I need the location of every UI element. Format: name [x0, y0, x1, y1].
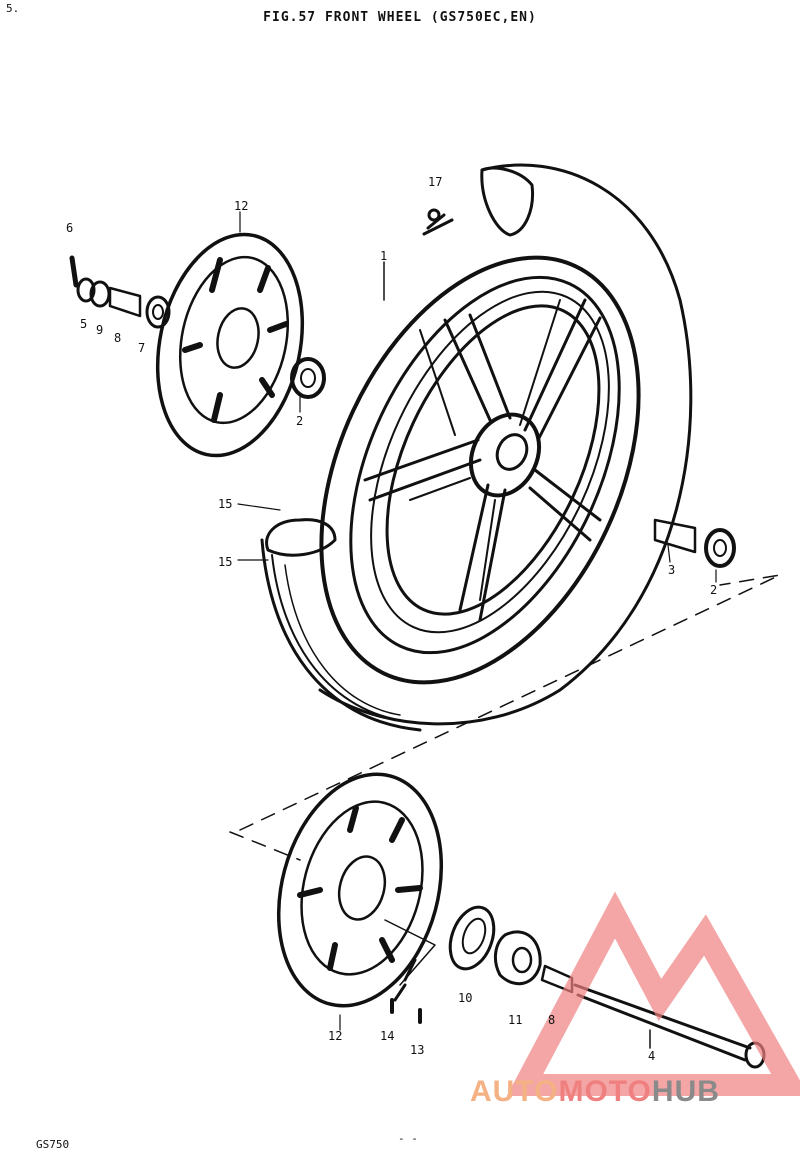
callout-9: 9 — [96, 323, 103, 337]
callout-1: 1 — [380, 249, 387, 263]
callout-2-right: 2 — [710, 583, 717, 597]
callout-labels: 17 12 6 5 9 8 7 1 2 15 15 3 2 12 14 13 1… — [66, 175, 717, 1063]
watermark-part-auto: AUTO — [470, 1075, 559, 1108]
callout-5: 5 — [80, 317, 87, 331]
callout-17: 17 — [428, 175, 442, 189]
figure-title: FIG.57 FRONT WHEEL (GS750EC,EN) — [263, 10, 537, 25]
callout-2-upper: 2 — [296, 414, 303, 428]
callout-12-lower: 12 — [328, 1029, 342, 1043]
callout-4: 4 — [648, 1049, 655, 1063]
callout-8-lower: 8 — [548, 1013, 555, 1027]
callout-13: 13 — [410, 1043, 424, 1057]
watermark-part-moto: MOTO — [558, 1075, 652, 1108]
corner-mark: 5. — [6, 2, 20, 15]
callout-3: 3 — [668, 563, 675, 577]
callout-8-upper: 8 — [114, 331, 121, 345]
gear-ring — [448, 905, 496, 971]
callout-12-upper: 12 — [234, 199, 248, 213]
callout-15-bottom: 15 — [218, 555, 232, 569]
callout-15-top: 15 — [218, 497, 232, 511]
footer-model: GS750 — [36, 1138, 70, 1151]
seal-upper — [290, 357, 326, 399]
speedometer-gearbox — [493, 930, 542, 986]
watermark-part-hub: HUB — [651, 1075, 720, 1108]
axle-small-parts — [69, 255, 171, 329]
callout-7: 7 — [138, 341, 145, 355]
watermark-text: AUTOMOTOHUB — [470, 1075, 720, 1109]
brake-disc-upper — [155, 232, 305, 458]
assembly-dashed-line — [229, 574, 781, 861]
watermark-logo — [506, 891, 800, 1096]
brake-disc-lower — [276, 772, 444, 1008]
spacer-right — [653, 518, 736, 568]
callout-10: 10 — [458, 991, 472, 1005]
footer-page: - - — [398, 1132, 418, 1145]
tire-and-rim — [260, 163, 693, 732]
callout-6: 6 — [66, 221, 73, 235]
callout-11: 11 — [508, 1013, 522, 1027]
callout-14: 14 — [380, 1029, 394, 1043]
